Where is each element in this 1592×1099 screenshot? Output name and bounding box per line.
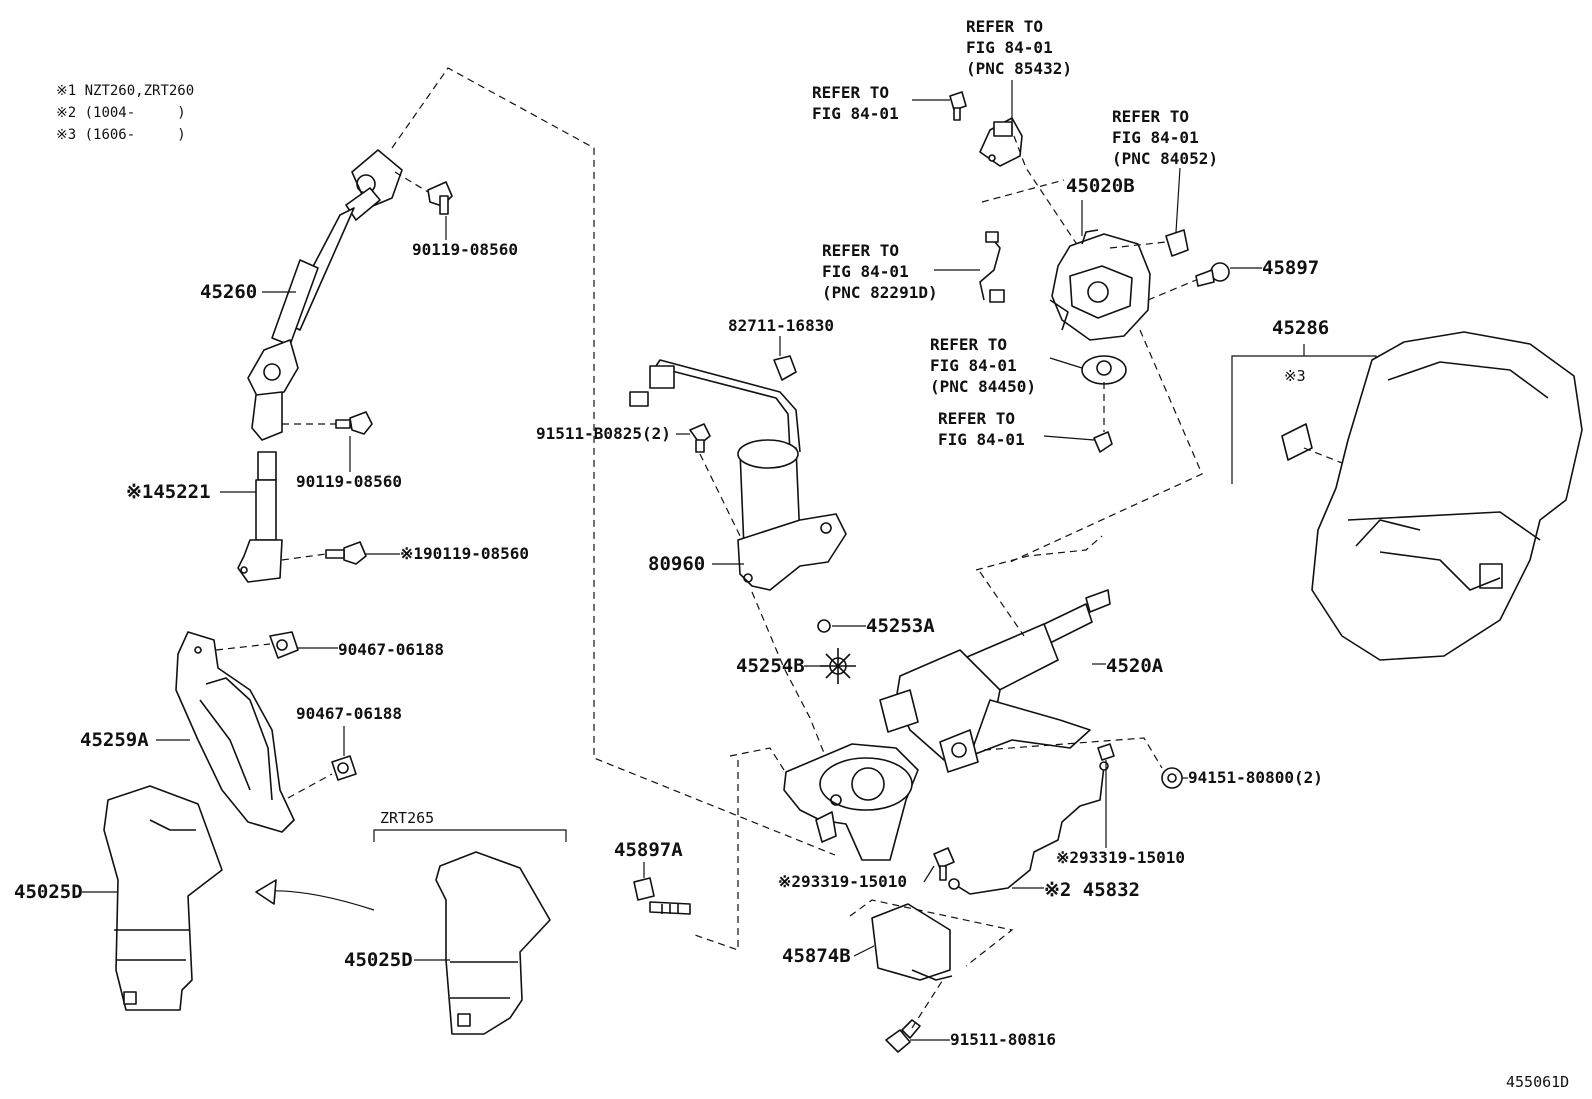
bolt-ref-b <box>1093 431 1113 453</box>
ref-84450: REFER TO FIG 84-01 (PNC 84450) <box>930 335 1036 396</box>
steering-shaft-45221 <box>237 451 283 583</box>
label-45874b: 45874B <box>782 945 851 967</box>
switch-85432 <box>979 117 1023 167</box>
label-plate-45286 <box>1281 423 1313 461</box>
label-90119-08560-b: 90119-08560 <box>296 472 402 491</box>
figure-id: 455061D <box>1506 1073 1570 1091</box>
arrow-head <box>255 879 277 905</box>
label-45897: 45897 <box>1262 257 1320 279</box>
label-90467-06188-b: 90467-06188 <box>296 704 402 723</box>
label-45259a: 45259A <box>80 729 149 751</box>
label-star-3: ※3 <box>1284 367 1306 385</box>
clip-82711 <box>773 355 797 381</box>
label-94151-80800: 94151-80800(2) <box>1188 768 1323 787</box>
column-cover-45259a <box>175 631 295 833</box>
motor-80960 <box>737 439 847 591</box>
label-90119-08560-a: 90119-08560 <box>412 240 518 259</box>
label-45025d-b: 45025D <box>344 949 413 971</box>
nut-94151 <box>1161 767 1183 789</box>
buzzer-84450 <box>1081 355 1127 385</box>
cover-45874b <box>871 903 953 981</box>
label-82711-16830: 82711-16830 <box>728 316 834 335</box>
note-1: ※1 NZT260,ZRT260 <box>56 83 195 99</box>
note-2: ※2 (1004- ) <box>56 105 186 121</box>
bolt-91511-80816 <box>885 1019 921 1053</box>
ref-84052: REFER TO FIG 84-01 (PNC 84052) <box>1112 107 1218 168</box>
column-cover-45025d-b <box>435 851 551 1035</box>
ref-82291d: REFER TO FIG 84-01 (PNC 82291D) <box>822 241 938 302</box>
label-91511-80816: 91511-80816 <box>950 1030 1056 1049</box>
bolt-ref-a <box>949 91 967 121</box>
bolt-93319-a <box>1097 743 1115 761</box>
bolt-90119-c <box>325 541 367 565</box>
label-93319-15010-b: ※293319-15010 <box>778 872 907 891</box>
label-45254b: 45254B <box>736 655 805 677</box>
column-cover-upper <box>1311 331 1583 661</box>
connector-84052 <box>1165 229 1189 257</box>
bolt-93319-b <box>933 847 955 881</box>
bolt-90119-b <box>335 411 373 435</box>
label-90467-06188-a: 90467-06188 <box>338 640 444 659</box>
label-4520a: 4520A <box>1106 655 1164 677</box>
gear-45254b <box>820 648 856 684</box>
wire-82291d <box>979 231 1005 303</box>
label-45286: 45286 <box>1272 317 1330 339</box>
ref-85432: REFER TO FIG 84-01 (PNC 85432) <box>966 17 1072 78</box>
label-80960: 80960 <box>648 553 706 575</box>
zrt265-bracket <box>373 829 567 842</box>
steering-column-4520a <box>783 589 1111 861</box>
ignition-switch-45020b <box>1049 229 1151 341</box>
assembly-outline <box>391 67 836 856</box>
ground-wire-45832 <box>948 761 1109 895</box>
label-45025d-a: 45025D <box>14 881 83 903</box>
column-cover-45025d-a <box>103 785 223 1011</box>
label-93319-15010-a: ※293319-15010 <box>1056 848 1185 867</box>
label-45897a: 45897A <box>614 839 683 861</box>
label-91511-b0825: 91511-B0825(2) <box>536 424 671 443</box>
ref-fig-84-01-a: REFER TO FIG 84-01 <box>812 83 899 123</box>
note-3: ※3 (1606- ) <box>56 127 186 143</box>
ref-fig-84-01-b: REFER TO FIG 84-01 <box>938 409 1025 449</box>
intermediate-shaft-45260 <box>247 149 403 441</box>
label-45221: ※145221 <box>126 481 211 503</box>
label-45832: ※2 45832 <box>1044 879 1140 901</box>
clip-90467-b <box>331 755 357 781</box>
bolt-45897a <box>633 877 691 915</box>
gear-45253a <box>817 619 831 633</box>
bolt-45897 <box>1195 262 1230 287</box>
label-45260: 45260 <box>200 281 258 303</box>
bolt-91511-b0825 <box>689 423 711 453</box>
bolt-90119-a <box>427 181 453 215</box>
label-45253a: 45253A <box>866 615 935 637</box>
clip-90467-a <box>269 631 299 659</box>
label-zrt265: ZRT265 <box>380 809 435 827</box>
label-90119-08560-c: ※190119-08560 <box>400 544 529 563</box>
label-45020b: 45020B <box>1066 175 1135 197</box>
wire-harness-motor <box>629 359 801 453</box>
